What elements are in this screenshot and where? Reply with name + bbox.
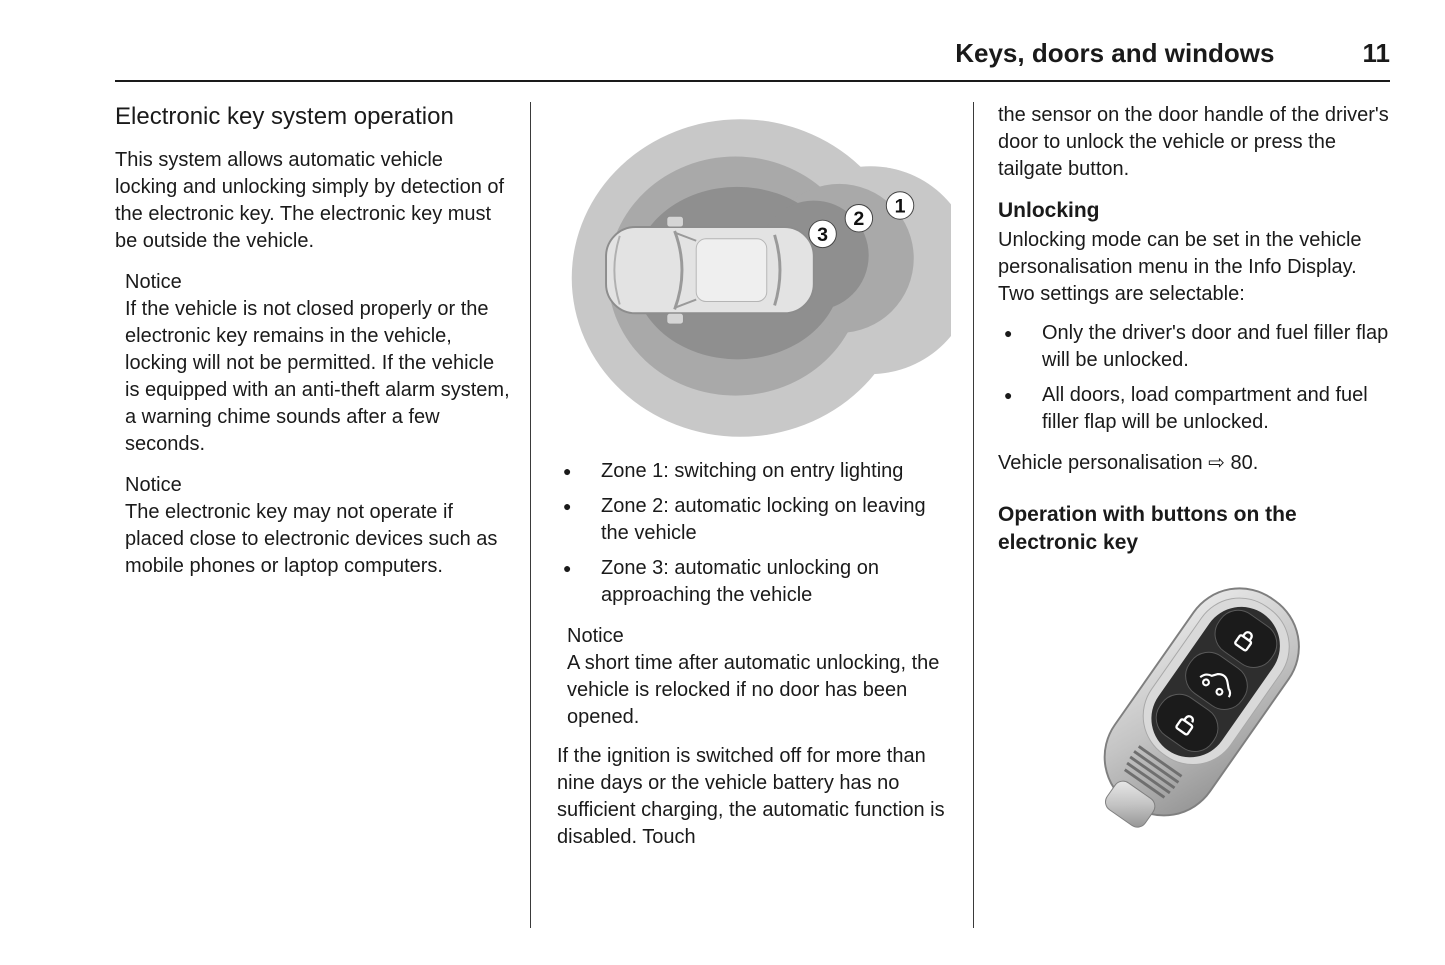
manual-page: Keys, doors and windows 11 Electronic ke… (0, 0, 1445, 928)
notice-block-2: Notice The electronic key may not operat… (115, 472, 510, 580)
notice-label: Notice (125, 271, 182, 293)
header-title: Keys, doors and windows (955, 38, 1275, 68)
unlocking-heading: Unlocking (998, 199, 1100, 222)
three-column-layout: Electronic key system operation This sys… (115, 102, 1390, 928)
continuation-paragraph: the sensor on the door handle of the dri… (998, 104, 1389, 180)
car-icon (1199, 673, 1232, 698)
key-tip (1105, 780, 1156, 828)
notice-text: The electronic key may not operate if pl… (125, 501, 498, 577)
svg-text:3: 3 (817, 224, 828, 246)
column-divider-2 (973, 102, 974, 928)
unlocking-paragraph: Unlocking mode can be set in the vehicle… (998, 229, 1362, 305)
unlocking-bullet-list: Only the driver's door and fuel filler f… (998, 320, 1390, 436)
list-item: Zone 2: automatic locking on leaving the… (557, 493, 949, 547)
header-rule (115, 80, 1390, 82)
list-item: Only the driver's door and fuel filler f… (998, 320, 1390, 374)
zone-badge-2: 2 (844, 204, 874, 233)
car-detection-zones-illustration: 3 2 1 (571, 119, 951, 437)
page-header: Keys, doors and windows 11 (115, 38, 1390, 82)
column-right: the sensor on the door handle of the dri… (974, 102, 1390, 928)
svg-text:2: 2 (853, 208, 864, 230)
notice-text: A short time after automatic unlocking, … (567, 652, 940, 728)
intro-paragraph: This system allows automatic vehicle loc… (115, 149, 505, 252)
notice-block: Notice A short time after automatic unlo… (557, 623, 949, 731)
electronic-key-illustration (1103, 587, 1300, 828)
list-item: Zone 3: automatic unlocking on approachi… (557, 555, 949, 609)
zone-badge-1: 1 (885, 191, 915, 220)
notice-label: Notice (567, 625, 624, 647)
notice-block-1: Notice If the vehicle is not closed prop… (115, 269, 510, 458)
zone-bullet-list: Zone 1: switching on entry lighting Zone… (557, 458, 949, 609)
list-item: All doors, load compartment and fuel fil… (998, 382, 1390, 436)
page-number: 11 (1362, 38, 1391, 68)
column-middle: 3 2 1 Zone 1: switching on entry lightin… (531, 102, 973, 928)
notice-text: If the vehicle is not closed properly or… (125, 298, 510, 455)
key-grip-ribs (1123, 745, 1183, 799)
lock-icon (1234, 631, 1253, 652)
unlock-icon (1175, 715, 1194, 736)
notice-label: Notice (125, 474, 182, 496)
personalisation-reference: Vehicle personalisation ⇨ 80. (998, 452, 1259, 474)
list-item: Zone 1: switching on entry lighting (557, 458, 949, 485)
ignition-paragraph: If the ignition is switched off for more… (557, 745, 945, 848)
column-divider-1 (530, 102, 531, 928)
section-heading: Electronic key system operation (115, 103, 454, 130)
zone-badge-3: 3 (808, 219, 837, 249)
column-left: Electronic key system operation This sys… (115, 102, 530, 928)
car-button (1185, 651, 1248, 710)
car-top-view-icon (605, 215, 815, 325)
svg-text:1: 1 (895, 195, 906, 217)
operation-heading: Operation with buttons on the electronic… (998, 503, 1297, 554)
